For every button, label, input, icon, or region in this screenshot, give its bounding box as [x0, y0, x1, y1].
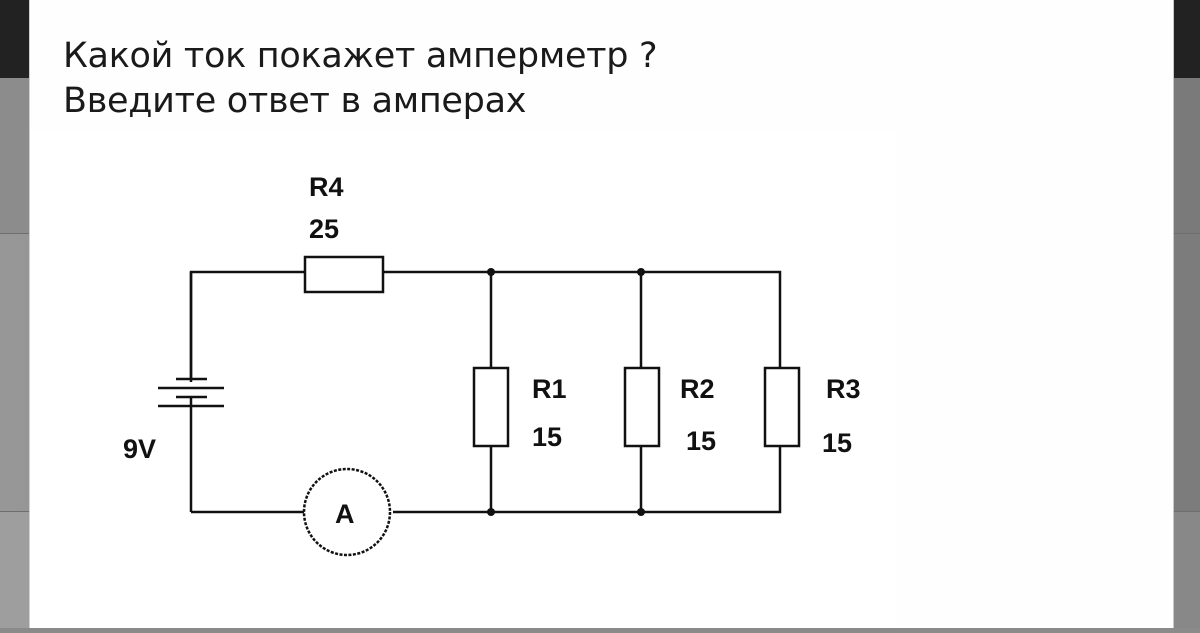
- ammeter-label: A: [335, 499, 355, 529]
- r1-name-label: R1: [532, 374, 567, 404]
- wire-r3-bottom: [393, 446, 782, 514]
- junction-dot: [637, 508, 645, 516]
- question-line-2: Введите ответ в амперах: [63, 81, 527, 121]
- circuit-diagram: R4 25 R1 15 R2 15 R3 15 9V A: [30, 130, 896, 628]
- r4-value-label: 25: [309, 214, 339, 244]
- resistor-r4: [303, 255, 385, 294]
- junction-dot: [487, 508, 495, 516]
- source-voltage-label: 9V: [123, 434, 156, 464]
- r3-value-label: 15: [822, 428, 852, 458]
- junction-dot: [487, 268, 495, 276]
- circuit-svg: R4 25 R1 15 R2 15 R3 15 9V A: [123, 172, 861, 557]
- wire-top-left: [189, 270, 305, 382]
- question-text: Какой ток покажет амперметр ? Введите от…: [63, 34, 658, 124]
- r2-value-label: 15: [686, 426, 716, 456]
- battery-icon: [158, 377, 224, 408]
- resistor-r2: [623, 366, 661, 448]
- wire-top-right: [383, 270, 782, 368]
- resistor-r3: [763, 366, 801, 448]
- resistor-r1: [472, 366, 510, 448]
- ammeter-circle: [302, 467, 392, 557]
- r4-name-label: R4: [309, 172, 344, 202]
- junction-dot: [637, 268, 645, 276]
- r1-value-label: 15: [532, 422, 562, 452]
- r2-name-label: R2: [680, 374, 715, 404]
- r3-name-label: R3: [826, 374, 861, 404]
- question-line-1: Какой ток покажет амперметр ?: [63, 36, 658, 76]
